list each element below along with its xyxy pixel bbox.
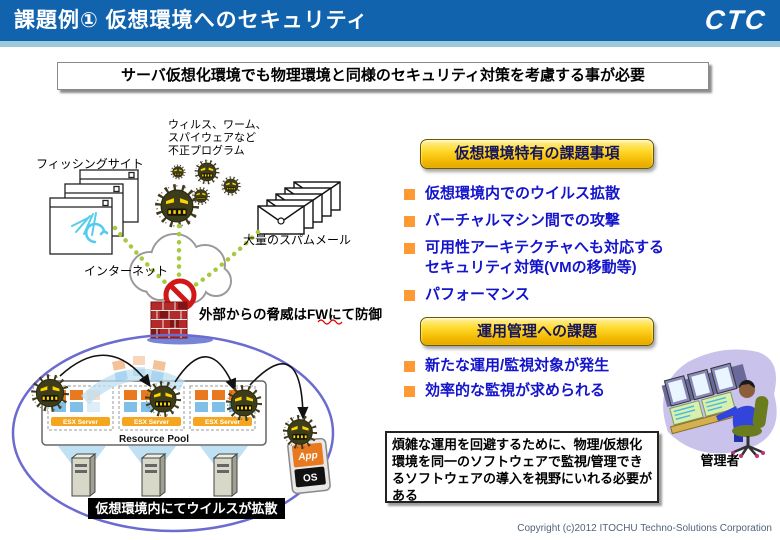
- vmotion-swoosh: [80, 356, 185, 405]
- escaped-vm-icon: App OS: [287, 437, 331, 495]
- internet-label: インターネット: [84, 264, 169, 278]
- list-item: 仮想環境内でのウイルス拡散: [404, 184, 714, 204]
- list-item-text: バーチャルマシン間での攻撃: [425, 212, 620, 229]
- escaped-vm-os-label: OS: [303, 472, 319, 484]
- bullet-square-icon: [404, 216, 415, 227]
- bullet-square-icon: [404, 386, 415, 397]
- esx-server-label: ESX Server: [63, 419, 99, 426]
- bullet-square-icon: [404, 290, 415, 301]
- server-tower-icons: [70, 452, 239, 498]
- list-item-text: 新たな運用/監視対象が発生: [425, 357, 610, 374]
- subtitle-banner: サーバ仮想化環境でも物理環境と同様のセキュリティ対策を考慮する事が必要: [57, 62, 709, 90]
- bullet-square-icon: [404, 361, 415, 372]
- administrator-label: 管理者: [700, 453, 740, 468]
- virus-hop-arrows: [59, 354, 309, 420]
- pool-server-links: [58, 446, 248, 478]
- bullet-square-icon: [404, 243, 415, 254]
- resource-pool-label: Resource Pool: [119, 434, 189, 445]
- resource-pool-box: Resource Pool: [41, 380, 267, 446]
- list-item-text: パフォーマンス: [425, 286, 530, 303]
- list-item-text: 効率的な監視が求められる: [425, 382, 606, 399]
- page-title: 課題例① 仮想環境へのセキュリティ: [14, 9, 369, 32]
- pool-virus-icons: [33, 376, 316, 448]
- firewall-note: 外部からの脅威はFWにて防御: [199, 307, 382, 322]
- esx-server-bars: ESX Server ESX Server ESX Server: [51, 417, 252, 426]
- virtual-issues-list: 仮想環境内でのウイルス拡散 バーチャルマシン間での攻撃 可用性アーキテクチャへも…: [404, 184, 714, 312]
- copyright-text: Copyright (c)2012 ITOCHU Techno-Solution…: [517, 523, 772, 534]
- list-item: 新たな運用/監視対象が発生: [404, 356, 714, 376]
- list-item: パフォーマンス: [404, 285, 714, 305]
- heading-virtual-issues: 仮想環境特有の課題事項: [420, 139, 654, 169]
- header-bar: 課題例① 仮想環境へのセキュリティ CTC: [0, 0, 780, 41]
- heading-operation-issues: 運用管理への課題: [420, 317, 654, 346]
- vm-tiles: [53, 390, 242, 412]
- list-item: 効率的な監視が求められる: [404, 381, 714, 401]
- firewall-icon: [150, 301, 188, 339]
- virus-spread-banner: 仮想環境内にてウイルスが拡散: [88, 498, 285, 519]
- esx-server-boxes: ESX Server ESX Server ESX Server: [47, 385, 256, 431]
- prohibition-icon: [163, 278, 197, 312]
- malware-label: ウィルス、ワーム、 スパイウェアなど 不正プログラム: [168, 119, 267, 157]
- ctc-logo: CTC: [702, 5, 768, 35]
- list-item: バーチャルマシン間での攻撃: [404, 211, 714, 231]
- phishing-label: フィッシングサイト: [36, 157, 144, 171]
- operation-note-box: 煩雑な運用を回避するために、物理/仮想化環境を同一のソフトウェアで監視/管理でき…: [385, 431, 659, 503]
- threat-paths: [112, 223, 261, 295]
- esx-server-label: ESX Server: [134, 419, 170, 426]
- operation-issues-list: 新たな運用/監視対象が発生 効率的な監視が求められる: [404, 356, 714, 406]
- esx-server-label: ESX Server: [205, 419, 241, 426]
- firewall-shadow: [147, 335, 213, 345]
- spam-label: 大量のスパムメール: [243, 233, 352, 247]
- spam-envelopes-icon: [257, 181, 341, 235]
- list-item: 可用性アーキテクチャへも対応する セキュリティ対策(VMの移動等): [404, 238, 714, 278]
- header-accent-strip: [0, 41, 780, 47]
- virus-cluster-icons: [157, 158, 242, 227]
- bullet-square-icon: [404, 189, 415, 200]
- escaped-vm-app-label: App: [297, 450, 318, 463]
- phishing-windows-icon: [49, 169, 139, 255]
- list-item-text: 仮想環境内でのウイルス拡散: [425, 185, 621, 202]
- list-item-text: 可用性アーキテクチャへも対応する セキュリティ対策(VMの移動等): [425, 239, 664, 276]
